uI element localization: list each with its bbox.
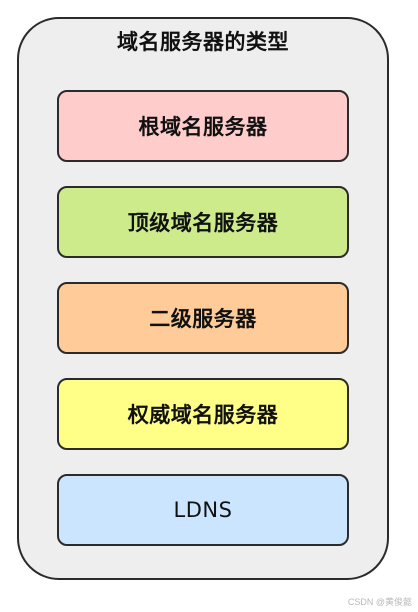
authoritative-dns-server-box: 权威域名服务器 bbox=[57, 378, 349, 450]
root-dns-server-box: 根域名服务器 bbox=[57, 90, 349, 162]
ldns-box: LDNS bbox=[57, 474, 349, 546]
tld-dns-server-box: 顶级域名服务器 bbox=[57, 186, 349, 258]
second-level-server-box: 二级服务器 bbox=[57, 282, 349, 354]
diagram-title: 域名服务器的类型 bbox=[117, 30, 289, 54]
watermark: CSDN @黄俊懿 bbox=[347, 597, 412, 607]
